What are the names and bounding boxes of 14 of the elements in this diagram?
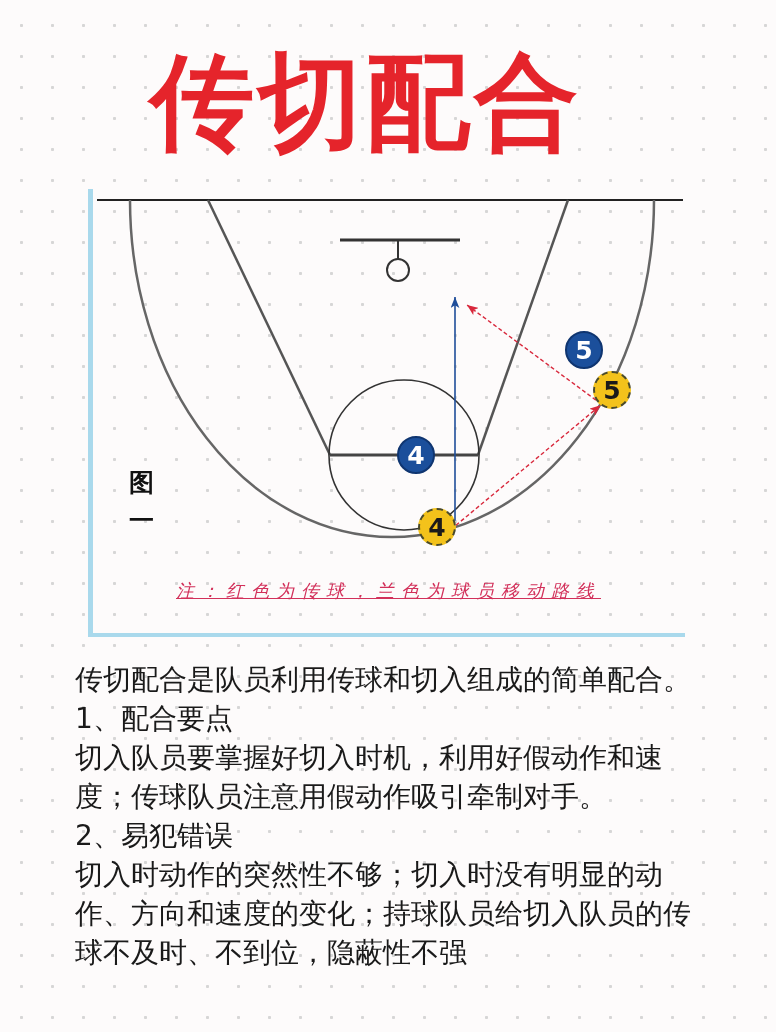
player-marker: 4	[397, 436, 435, 474]
player-marker: 5	[565, 331, 603, 369]
section-heading: 2、易犯错误	[75, 818, 234, 854]
player-marker: 5	[593, 371, 631, 409]
section-heading: 1、配合要点	[75, 701, 234, 737]
figure-label: 图一	[128, 467, 154, 537]
body-text: 切入时动作的突然性不够；切入时没有明显的动作、方向和速度的变化；持球队员给切入队员的传球不及时、不到位，隐蔽性不强	[75, 857, 692, 971]
player-marker: 4	[418, 508, 456, 546]
body-text: 传切配合是队员利用传球和切入组成的简单配合。	[75, 662, 692, 698]
dashed-arrow	[466, 304, 597, 401]
body-text: 切入队员要掌握好切入时机，利用好假动作和速度；传球队员注意用假动作吸引牵制对手。	[75, 740, 664, 815]
dashed-arrow	[455, 404, 602, 526]
arrow	[450, 296, 460, 522]
note-text: 注：红色为传球，兰色为球员移动路线	[176, 580, 601, 602]
